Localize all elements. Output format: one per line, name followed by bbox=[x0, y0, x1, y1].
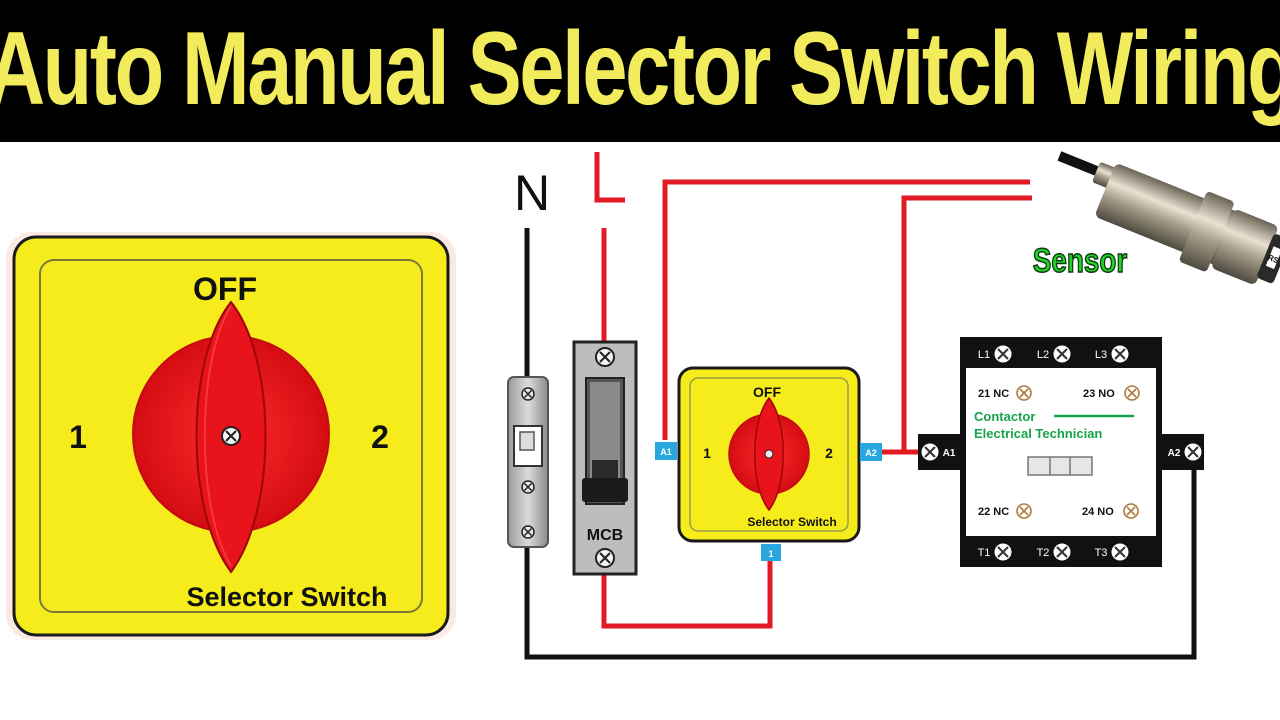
contactor: L1 L2 L3 21 NC 23 NO Contactor Electrica… bbox=[960, 337, 1162, 567]
svg-text:T3: T3 bbox=[1095, 547, 1108, 559]
proximity-sensor: RS bbox=[1057, 151, 1280, 284]
aux-24no-label: 24 NO bbox=[1082, 506, 1114, 518]
small-switch-caption: Selector Switch bbox=[747, 515, 836, 529]
switch-terminal-1: 1 bbox=[761, 544, 781, 561]
mcb-to-switch-wire bbox=[601, 560, 773, 629]
svg-text:A2: A2 bbox=[1168, 448, 1181, 459]
svg-text:T1: T1 bbox=[978, 547, 991, 559]
svg-text:A1: A1 bbox=[943, 448, 956, 459]
big-switch-pos1-label: 1 bbox=[69, 419, 87, 455]
mcb: MCB bbox=[572, 340, 638, 576]
aux-21nc-label: 21 NC bbox=[978, 388, 1009, 400]
contactor-coil-a1: A1 bbox=[918, 434, 960, 470]
big-switch-off-label: OFF bbox=[193, 271, 257, 307]
contactor-subtitle: Electrical Technician bbox=[974, 426, 1102, 441]
a1-to-sensor-wire bbox=[662, 179, 1030, 440]
svg-text:L1: L1 bbox=[978, 349, 990, 361]
small-switch-off-label: OFF bbox=[753, 384, 781, 400]
small-switch-pos1-label: 1 bbox=[703, 445, 711, 461]
switch-terminal-a1: A1 bbox=[655, 442, 677, 460]
small-selector-switch: OFF 1 2 Selector Switch bbox=[677, 366, 861, 543]
big-switch-caption: Selector Switch bbox=[186, 582, 387, 612]
svg-text:L2: L2 bbox=[1037, 349, 1049, 361]
switch-terminal-a2: A2 bbox=[860, 443, 882, 461]
sensor-brand-logo: RS bbox=[1266, 253, 1280, 266]
svg-text:A1: A1 bbox=[660, 447, 672, 457]
line-label: L bbox=[594, 152, 625, 203]
contactor-name: Contactor bbox=[974, 409, 1035, 424]
big-switch-pos2-label: 2 bbox=[371, 419, 389, 455]
sensor-label: Sensor bbox=[1033, 241, 1127, 279]
svg-text:L3: L3 bbox=[1095, 349, 1107, 361]
mcb-label: MCB bbox=[587, 527, 623, 544]
svg-text:1: 1 bbox=[768, 549, 773, 559]
svg-text:A2: A2 bbox=[865, 448, 877, 458]
svg-text:T2: T2 bbox=[1037, 547, 1050, 559]
big-selector-switch: OFF 1 2 Selector Switch bbox=[6, 232, 456, 640]
contactor-coil-a2: A2 bbox=[1162, 434, 1204, 470]
neutral-label: N bbox=[514, 165, 550, 221]
page-title: Auto Manual Selector Switch Wiring bbox=[0, 11, 1280, 127]
title-bar: Auto Manual Selector Switch Wiring bbox=[0, 0, 1280, 142]
aux-22nc-label: 22 NC bbox=[978, 506, 1009, 518]
neutral-terminal-block bbox=[507, 376, 549, 548]
small-switch-pos2-label: 2 bbox=[825, 445, 833, 461]
wiring-diagram: OFF 1 2 Selector Switch N L bbox=[6, 151, 1280, 660]
aux-23no-label: 23 NO bbox=[1083, 388, 1115, 400]
